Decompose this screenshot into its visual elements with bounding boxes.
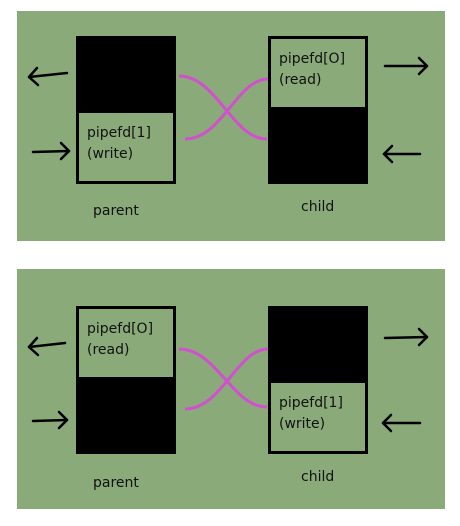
pipe-line [184, 77, 269, 141]
arrow-left-icon [382, 144, 422, 164]
child-fd-slot: pipefd[O] (read) [271, 39, 365, 110]
child-fd-name: pipefd[O] [279, 51, 346, 67]
parent-label: parent [93, 203, 139, 219]
arrow-right-icon [383, 327, 429, 347]
diagram-panel-top: pipefd[1] (write) parent pipefd[O] (read… [17, 11, 445, 241]
arrow-right-icon [31, 410, 69, 430]
pipe-and-arrows-overlay [27, 327, 429, 433]
parent-fd-mode: (write) [87, 146, 134, 162]
parent-fd-slot: pipefd[O] (read) [79, 309, 173, 380]
child-fd-name: pipefd[1] [279, 395, 343, 411]
arrow-left-icon [27, 66, 69, 87]
pipe-line [178, 347, 268, 409]
child-fd-mode: (write) [279, 416, 326, 432]
arrow-left-icon [381, 413, 422, 433]
child-fd-mode: (read) [279, 72, 322, 88]
parent-fd-name: pipefd[1] [87, 125, 151, 141]
parent-process-box: pipefd[1] (write) [76, 36, 176, 184]
pipe-and-arrows-overlay [27, 56, 429, 164]
child-label: child [301, 469, 335, 485]
arrow-right-icon [31, 141, 71, 161]
parent-process-box: pipefd[O] (read) [76, 306, 176, 454]
child-process-box: pipefd[1] (write) [268, 306, 368, 454]
parent-fd-mode: (read) [87, 342, 130, 358]
child-label: child [301, 199, 335, 215]
parent-label: parent [93, 475, 139, 491]
parent-fd-name: pipefd[O] [87, 321, 154, 337]
child-fd-slot: pipefd[1] (write) [271, 380, 365, 451]
diagram-panel-bottom: pipefd[O] (read) parent pipefd[1] (write… [17, 269, 445, 509]
arrow-left-icon [27, 336, 67, 357]
child-black-slot [271, 110, 365, 181]
child-process-box: pipefd[O] (read) [268, 36, 368, 184]
pipe-line [184, 347, 269, 411]
parent-fd-slot: pipefd[1] (write) [79, 110, 173, 181]
parent-black-slot [79, 380, 173, 451]
arrow-right-icon [383, 56, 429, 76]
pipe-line [178, 74, 268, 141]
